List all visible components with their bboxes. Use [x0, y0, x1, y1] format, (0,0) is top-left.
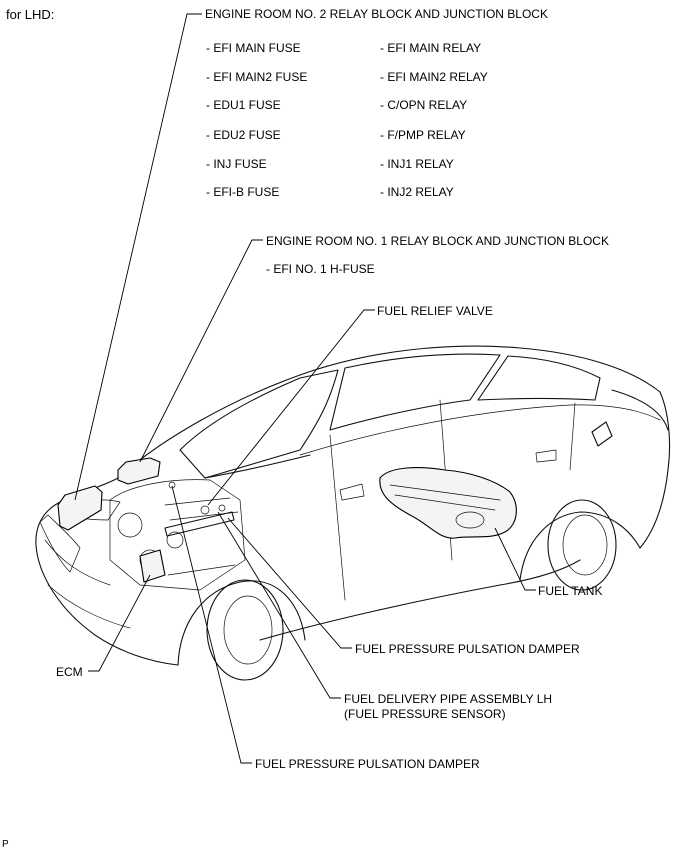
leader-lines: [74, 13, 536, 764]
fuel-tank-label: FUEL TANK: [538, 584, 603, 598]
jb2-fuse-item: - EDU2 FUSE: [206, 128, 281, 142]
figure-code: P: [2, 839, 9, 850]
jb2-fuse-item: - EFI-B FUSE: [206, 185, 280, 199]
jb1-title: ENGINE ROOM NO. 1 RELAY BLOCK AND JUNCTI…: [266, 234, 609, 248]
pulsation-damper-lower-label: FUEL PRESSURE PULSATION DAMPER: [255, 757, 480, 771]
jb2-relay-item: - C/OPN RELAY: [380, 98, 468, 112]
delivery-pipe-label: FUEL DELIVERY PIPE ASSEMBLY LH: [344, 692, 553, 706]
jb2-title: ENGINE ROOM NO. 2 RELAY BLOCK AND JUNCTI…: [205, 7, 548, 21]
jb2-fuse-item: - EFI MAIN FUSE: [206, 41, 301, 55]
jb2-fuse-item: - EDU1 FUSE: [206, 98, 281, 112]
fuel-tank-shape: [379, 467, 517, 539]
jb2-relay-item: - EFI MAIN RELAY: [380, 41, 482, 55]
jb2-relay-item: - F/PMP RELAY: [380, 128, 466, 142]
pressure-sensor-label: (FUEL PRESSURE SENSOR): [344, 707, 506, 721]
for-lhd-heading: for LHD:: [6, 7, 55, 22]
jb1-item: - EFI NO. 1 H-FUSE: [266, 262, 375, 276]
pulsation-damper-upper-label: FUEL PRESSURE PULSATION DAMPER: [355, 642, 580, 656]
jb2-relay-item: - INJ1 RELAY: [380, 157, 454, 171]
jb2-relay-item: - INJ2 RELAY: [380, 185, 454, 199]
car-body-outline: [35, 345, 671, 681]
ecm-unit: [139, 549, 166, 583]
jb2-fuse-item: - INJ FUSE: [206, 157, 267, 171]
jb2-relay-item: - EFI MAIN2 RELAY: [380, 70, 488, 84]
engine-assembly: [109, 479, 246, 591]
fuel-relief-valve-label: FUEL RELIEF VALVE: [377, 304, 493, 318]
jb2-fuse-item: - EFI MAIN2 FUSE: [206, 70, 308, 84]
ecm-label: ECM: [56, 665, 83, 679]
junction-block-no1: [117, 457, 161, 485]
junction-block-no2: [57, 485, 103, 531]
